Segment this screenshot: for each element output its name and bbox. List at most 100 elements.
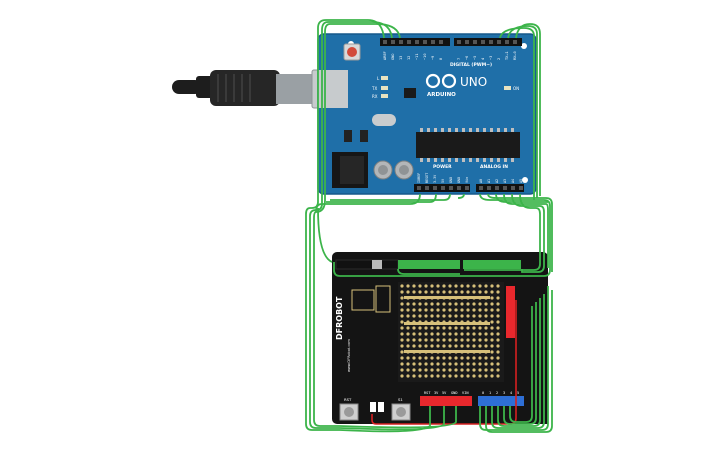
shield-pin-label: 3 bbox=[503, 391, 505, 395]
protoboard-pad bbox=[436, 362, 440, 366]
shield-power-header[interactable] bbox=[420, 396, 472, 406]
protoboard-pad bbox=[472, 362, 476, 366]
protoboard-pad bbox=[454, 338, 458, 342]
shield-power-rail-header[interactable] bbox=[506, 286, 515, 338]
shield-digital-header-left[interactable] bbox=[398, 260, 460, 269]
protoboard-pad bbox=[406, 314, 410, 318]
protoboard-pad bbox=[484, 290, 488, 294]
protoboard-grid bbox=[398, 282, 504, 382]
protoboard-pad bbox=[448, 368, 452, 372]
protoboard-pad bbox=[454, 290, 458, 294]
protoboard-pad bbox=[454, 356, 458, 360]
shield-led bbox=[370, 402, 376, 412]
pin-label: ~6 bbox=[465, 56, 469, 60]
shield-s1-button[interactable] bbox=[391, 403, 411, 421]
protoboard-pad bbox=[424, 344, 428, 348]
protoboard-pad bbox=[418, 302, 422, 306]
protoboard-pad bbox=[448, 332, 452, 336]
protoboard-pad bbox=[454, 284, 458, 288]
protoboard-pad bbox=[454, 368, 458, 372]
protoboard-pad bbox=[448, 338, 452, 342]
led-rx bbox=[381, 94, 388, 98]
protoboard-pad bbox=[484, 308, 488, 312]
analog-pin-header[interactable] bbox=[476, 184, 524, 192]
protoboard-pad bbox=[430, 290, 434, 294]
protoboard-pad bbox=[430, 314, 434, 318]
protoboard-pad bbox=[400, 344, 404, 348]
shield-digital-header-right[interactable] bbox=[463, 260, 521, 269]
arduino-reset-button[interactable] bbox=[343, 43, 361, 61]
dc-power-jack bbox=[332, 152, 368, 188]
protoboard-pad bbox=[400, 350, 404, 354]
pin-label: 3.3V bbox=[433, 175, 437, 183]
power-pin-header[interactable] bbox=[414, 184, 470, 192]
protoboard-pad bbox=[418, 344, 422, 348]
protoboard-pad bbox=[430, 326, 434, 330]
protoboard-pad bbox=[496, 362, 500, 366]
protoboard-pad bbox=[496, 296, 500, 300]
protoboard-pad bbox=[454, 344, 458, 348]
protoboard-pad bbox=[460, 368, 464, 372]
pin-label: A2 bbox=[495, 179, 499, 183]
protoboard-pad bbox=[460, 332, 464, 336]
protoboard-pad bbox=[406, 338, 410, 342]
protoboard-pad bbox=[412, 314, 416, 318]
protoboard-pad bbox=[472, 302, 476, 306]
green-wires[interactable] bbox=[305, 19, 553, 433]
protoboard-pad bbox=[490, 350, 494, 354]
protoboard-pad bbox=[418, 368, 422, 372]
protoboard-pad bbox=[478, 368, 482, 372]
protoboard-pad bbox=[400, 302, 404, 306]
shield-reset-button[interactable] bbox=[339, 403, 359, 421]
protoboard-pad bbox=[460, 338, 464, 342]
protoboard-pad bbox=[448, 308, 452, 312]
protoboard-pad bbox=[472, 332, 476, 336]
protoboard-pad bbox=[496, 326, 500, 330]
arduino-model: UNO bbox=[460, 75, 487, 89]
pin-label: Vin bbox=[465, 177, 469, 183]
protoboard-pad bbox=[418, 374, 422, 378]
led-l bbox=[381, 76, 388, 80]
pin-label: RX←0 bbox=[513, 51, 517, 60]
protoboard-pad bbox=[484, 326, 488, 330]
protoboard-pad bbox=[430, 332, 434, 336]
protoboard-pad bbox=[490, 320, 494, 324]
digital-pin-header[interactable] bbox=[380, 38, 522, 46]
protoboard-pad bbox=[478, 332, 482, 336]
protoboard-pad bbox=[484, 302, 488, 306]
protoboard-pad bbox=[412, 326, 416, 330]
arduino-uno-board[interactable]: L TX RX ON ARDUINO UNO DIGITAL (PWM~) PO… bbox=[317, 33, 537, 195]
dfrobot-proto-shield[interactable]: DFROBOT www.DFRobot.com RST 3V 5V GND VI… bbox=[332, 252, 548, 424]
pin-label: 12 bbox=[407, 56, 411, 60]
protoboard-pad bbox=[412, 356, 416, 360]
pin-label: GND bbox=[391, 54, 395, 61]
protoboard-pad bbox=[442, 356, 446, 360]
protoboard-pad bbox=[418, 314, 422, 318]
protoboard-pad bbox=[478, 338, 482, 342]
protoboard-pad bbox=[478, 290, 482, 294]
digital-header-label: DIGITAL (PWM~) bbox=[450, 62, 492, 68]
protoboard-pad bbox=[406, 362, 410, 366]
protoboard-pad bbox=[454, 302, 458, 306]
protoboard-pad bbox=[430, 284, 434, 288]
protoboard-pad bbox=[412, 374, 416, 378]
protoboard-pad bbox=[472, 356, 476, 360]
protoboard-pad bbox=[406, 284, 410, 288]
pin-label: A3 bbox=[503, 179, 507, 183]
protoboard-pad bbox=[424, 284, 428, 288]
protoboard-pad bbox=[490, 308, 494, 312]
shield-led bbox=[378, 402, 384, 412]
pin-label: ~10 bbox=[423, 54, 427, 61]
shield-analog-header[interactable] bbox=[478, 396, 524, 406]
protoboard-pad bbox=[484, 356, 488, 360]
analog-header-label: ANALOG IN bbox=[480, 164, 508, 170]
protoboard-pad bbox=[418, 362, 422, 366]
protoboard-pad bbox=[418, 284, 422, 288]
protoboard-pad bbox=[400, 326, 404, 330]
protoboard-pad bbox=[472, 374, 476, 378]
atmega-chip bbox=[416, 128, 520, 162]
pin-label: IOREF bbox=[417, 173, 421, 183]
protoboard-pad bbox=[478, 326, 482, 330]
shield-pin-label: 5 bbox=[517, 391, 519, 395]
